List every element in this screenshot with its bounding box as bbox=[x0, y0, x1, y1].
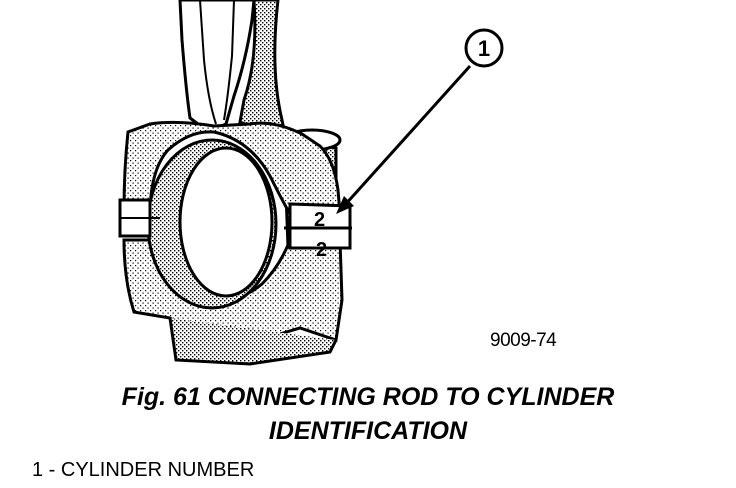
bearing-bore bbox=[146, 138, 278, 310]
callout-number: 1 bbox=[478, 36, 490, 61]
cylinder-mark-upper: 2 bbox=[314, 209, 325, 231]
parting-line bbox=[118, 198, 352, 250]
rod-shank bbox=[178, 0, 289, 143]
callout-leader bbox=[336, 64, 472, 214]
figure-caption-line2: IDENTIFICATION bbox=[268, 417, 468, 445]
connecting-rod-illustration: 2 2 1 bbox=[118, 0, 504, 366]
rod-cap bbox=[122, 238, 344, 366]
cylinder-mark-lower: 2 bbox=[316, 239, 327, 261]
callout-1-badge: 1 bbox=[464, 28, 504, 68]
figure-reference-code: 9009-74 bbox=[490, 330, 557, 351]
legend-item-1: 1 - CYLINDER NUMBER bbox=[32, 459, 255, 481]
figure-caption-line1: Fig. 61 CONNECTING ROD TO CYLINDER bbox=[121, 383, 615, 411]
